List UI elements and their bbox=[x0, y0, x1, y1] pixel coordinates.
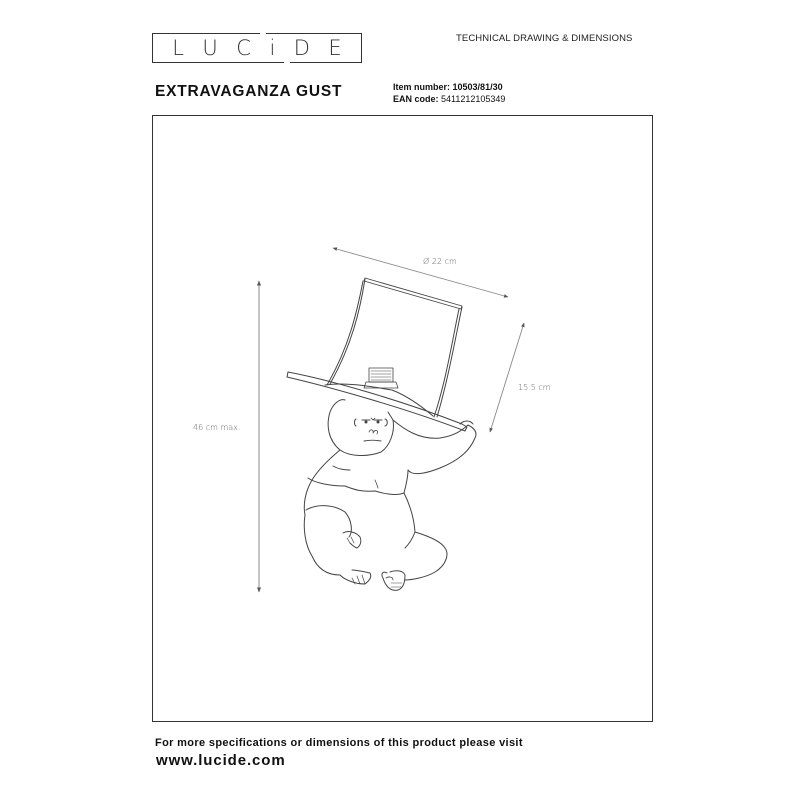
logo-letter: E bbox=[328, 36, 342, 60]
total-height-label: 46 cm max. bbox=[193, 423, 241, 432]
logo-letter: C bbox=[236, 36, 251, 60]
product-name: EXTRAVAGANZA GUST bbox=[155, 83, 343, 100]
shade-height-label: 15.5 cm bbox=[518, 383, 551, 392]
ean-value: 5411212105349 bbox=[441, 94, 506, 104]
shade-height-dimension-line bbox=[489, 322, 525, 433]
lucide-logo: L U C i D E bbox=[152, 31, 362, 65]
logo-letter: D bbox=[293, 36, 310, 60]
lamp-outline bbox=[286, 277, 477, 591]
diameter-dimension-line bbox=[332, 247, 509, 298]
logo-border-gap bbox=[284, 60, 290, 65]
product-meta: Item number: 10503/81/30 EAN code: 54112… bbox=[393, 81, 505, 105]
logo-letter: i bbox=[269, 36, 276, 60]
ean-row: EAN code: 5411212105349 bbox=[393, 93, 505, 105]
item-number-label: Item number: bbox=[393, 82, 451, 92]
diameter-label: Ø 22 cm bbox=[423, 257, 457, 266]
logo-border-gap bbox=[260, 31, 266, 36]
footer-note: For more specifications or dimensions of… bbox=[155, 737, 523, 749]
drawing-frame bbox=[152, 115, 653, 722]
item-number-row: Item number: 10503/81/30 bbox=[393, 81, 505, 93]
ean-label: EAN code: bbox=[393, 94, 439, 104]
document-type-title: TECHNICAL DRAWING & DIMENSIONS bbox=[456, 33, 633, 44]
item-number-value: 10503/81/30 bbox=[452, 82, 503, 92]
logo-letter: U bbox=[202, 36, 218, 60]
website-link[interactable]: www.lucide.com bbox=[156, 752, 286, 769]
logo-letter: L bbox=[172, 36, 184, 60]
